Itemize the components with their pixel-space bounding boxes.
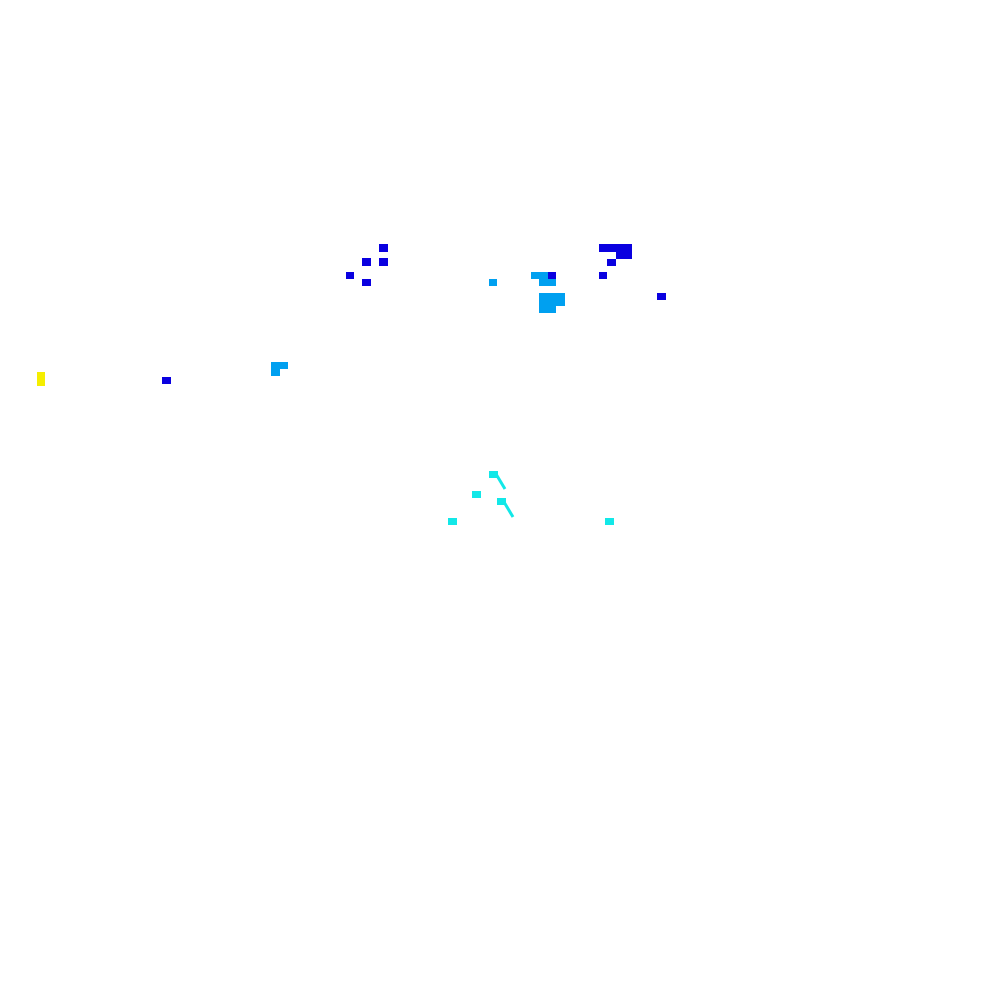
cyan-pixel [472, 491, 481, 498]
yellow-pixel [37, 372, 45, 386]
light-blue-pixel [539, 293, 565, 306]
light-blue-pixel [271, 369, 280, 376]
light-blue-pixel [539, 279, 556, 286]
blue-pixel [362, 279, 371, 286]
light-blue-pixel [539, 306, 556, 313]
blue-pixel [599, 272, 607, 279]
blue-pixel [548, 272, 556, 279]
cyan-pixel [489, 471, 498, 478]
blue-pixel [379, 258, 388, 266]
cyan-pixel [448, 518, 457, 525]
light-blue-pixel [531, 272, 548, 279]
blue-pixel [657, 293, 666, 300]
light-blue-pixel [489, 279, 497, 286]
blue-pixel [362, 258, 371, 266]
blue-pixel [599, 244, 632, 252]
blue-pixel [162, 377, 171, 384]
blue-pixel [379, 244, 388, 252]
blue-pixel [616, 252, 632, 259]
light-blue-pixel [271, 362, 288, 369]
blue-pixel [607, 259, 616, 266]
cyan-pixel [497, 498, 506, 505]
cyan-pixel [605, 518, 614, 525]
blue-pixel [346, 272, 354, 279]
